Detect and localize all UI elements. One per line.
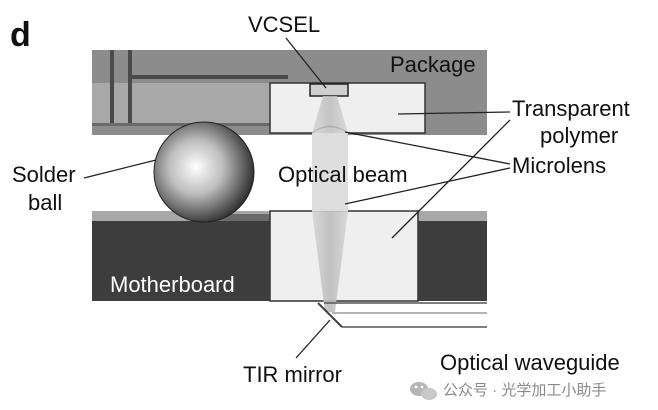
panel-letter: d <box>10 16 31 54</box>
motherboard-pad <box>210 214 270 221</box>
microlens-label: Microlens <box>512 153 606 178</box>
optical-waveguide-label: Optical waveguide <box>440 350 620 375</box>
watermark: 公众号 · 光学加工小助手 <box>410 382 606 400</box>
package-trace-vertical-2 <box>128 50 132 125</box>
solder-ball-label-line2: ball <box>28 190 62 215</box>
motherboard-body-left <box>92 221 270 301</box>
package-bottom-edge <box>92 123 270 126</box>
motherboard-body-right <box>418 221 487 301</box>
motherboard-label: Motherboard <box>110 272 235 297</box>
tir-mirror-facet <box>317 302 343 328</box>
package-label: Package <box>390 52 476 77</box>
leader-lines <box>83 37 511 359</box>
optical-beam-upper <box>312 96 348 133</box>
leader-vcsel <box>285 37 327 89</box>
transparent-polymer-label-line1: Transparent <box>512 96 630 121</box>
watermark-text: 公众号 · 光学加工小助手 <box>443 382 606 399</box>
package-trace-horizontal <box>128 75 288 79</box>
transparent-polymer-label-line2: polymer <box>540 123 618 148</box>
vcsel-label: VCSEL <box>248 12 320 37</box>
leader-solder-ball <box>83 159 157 179</box>
wechat-icon <box>410 382 437 400</box>
package-trace-vertical-1 <box>110 50 114 125</box>
leader-transparent-polymer-lower <box>391 119 511 239</box>
leader-tir-mirror <box>295 319 331 359</box>
solder-ball-label-line1: Solder <box>12 162 76 187</box>
leader-microlens-upper <box>344 131 511 165</box>
package-lower-band <box>92 83 270 125</box>
lower-polymer-block <box>269 210 419 302</box>
optical-beam-label: Optical beam <box>278 162 408 187</box>
tir-mirror-label: TIR mirror <box>243 362 342 387</box>
leader-transparent-polymer-upper <box>397 111 511 115</box>
optical-beam-lower <box>312 211 348 312</box>
optical-beam-middle <box>312 133 348 211</box>
solder-ball <box>153 121 255 223</box>
optical-waveguide <box>317 302 487 328</box>
leader-microlens-lower <box>344 167 511 205</box>
vcsel-chip <box>309 83 349 97</box>
